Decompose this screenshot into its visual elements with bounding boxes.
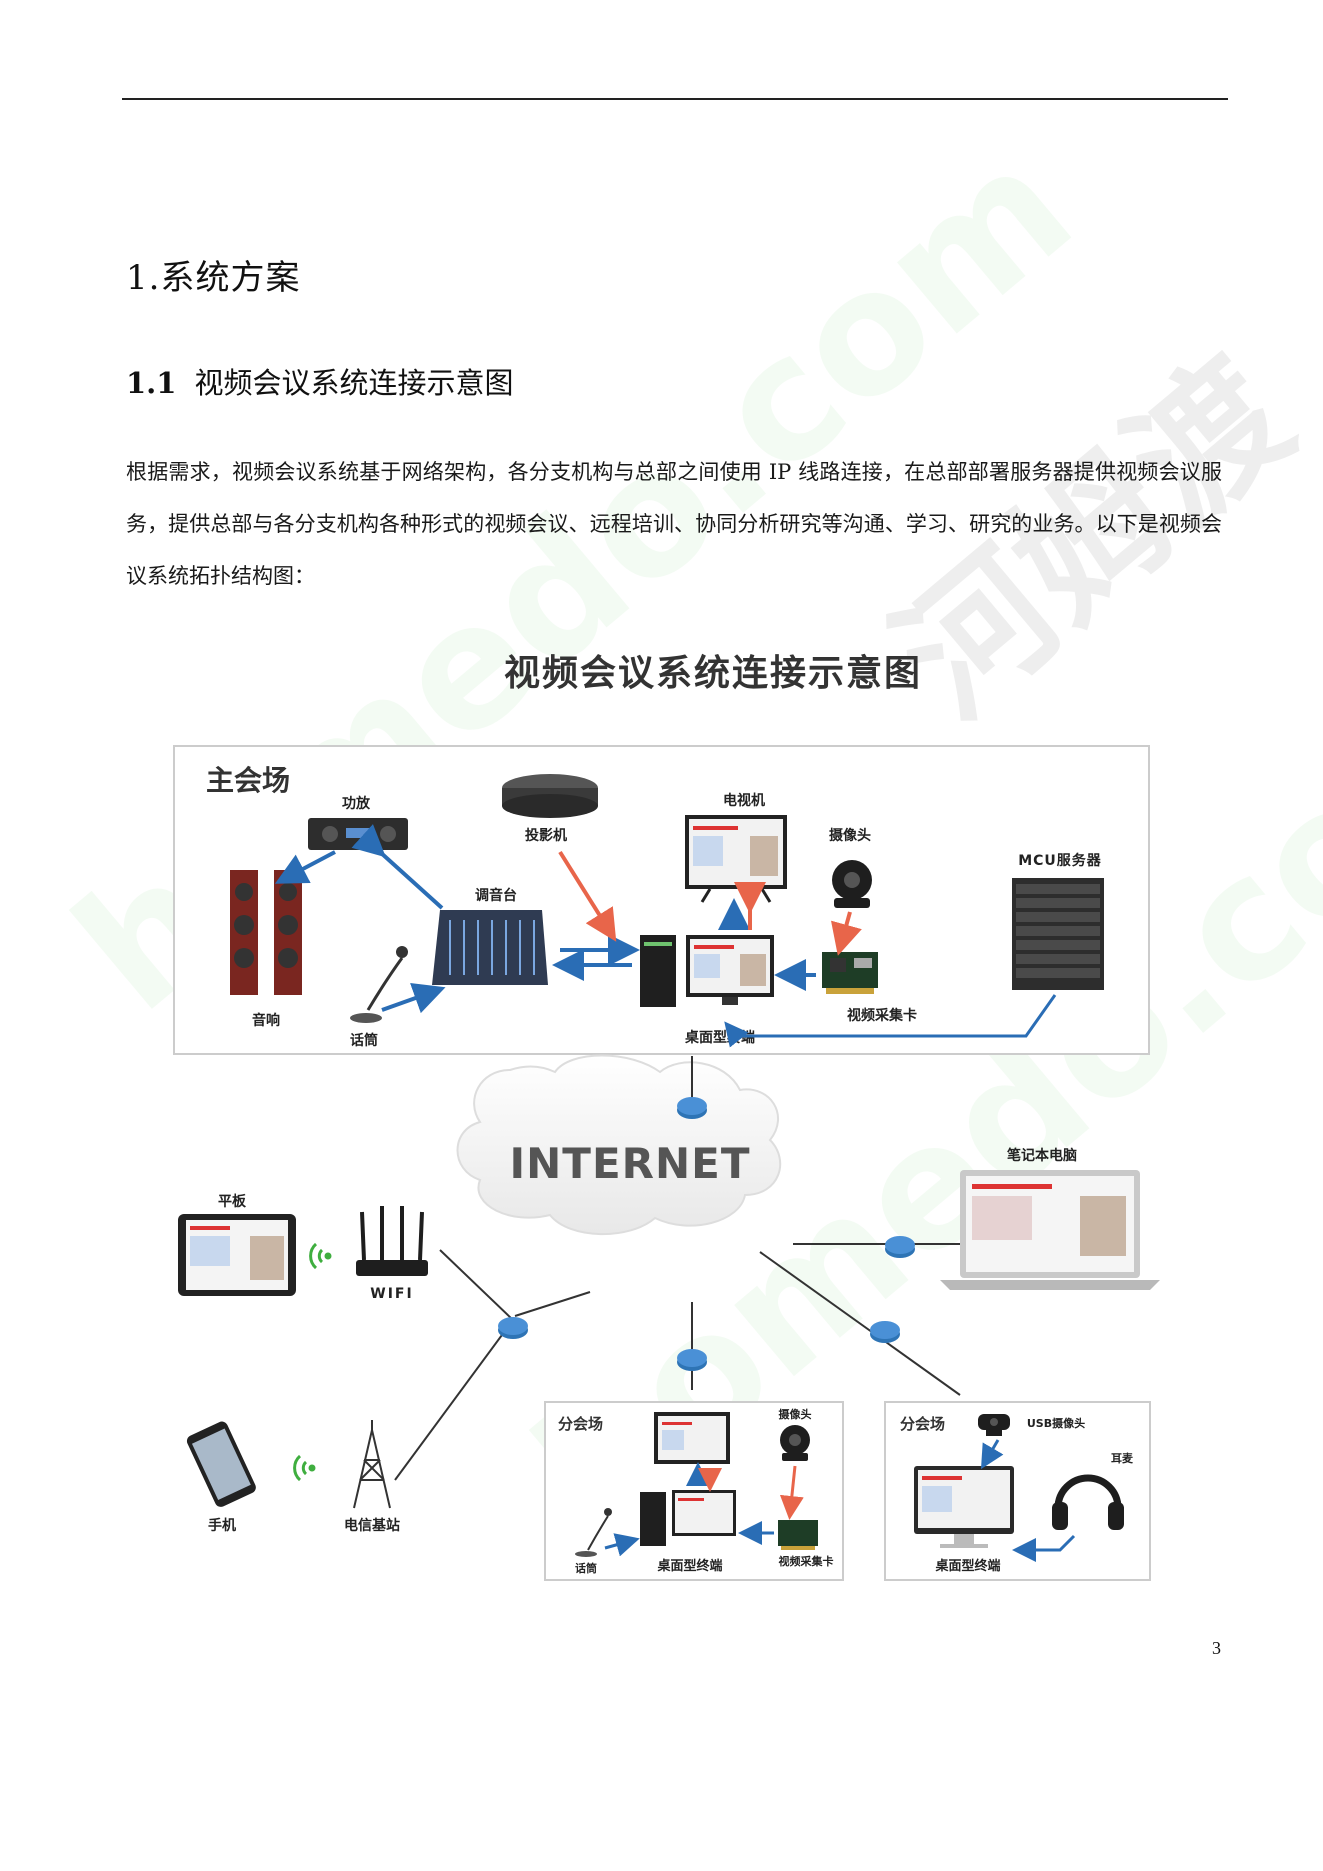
branch-1-camera-icon bbox=[780, 1425, 810, 1461]
tv-icon bbox=[685, 815, 787, 903]
branch-1-desktop-icon bbox=[640, 1490, 736, 1546]
usb-camera-label: USB摄像头 bbox=[1027, 1416, 1085, 1430]
laptop-label: 笔记本电脑 bbox=[1007, 1147, 1077, 1164]
phone-icon bbox=[186, 1421, 256, 1507]
diagram-title: 视频会议系统连接示意图 bbox=[504, 653, 922, 694]
branch-2-connections bbox=[980, 1439, 1076, 1562]
main-venue-panel bbox=[173, 745, 1150, 1055]
branch-2-desktop-icon bbox=[914, 1466, 1014, 1548]
branch-1-capture-card-icon bbox=[778, 1520, 818, 1550]
wifi-router-icon bbox=[356, 1206, 428, 1276]
mcu-server-label: MCU服务器 bbox=[1018, 852, 1102, 869]
base-station-label: 电信基站 bbox=[344, 1517, 400, 1534]
section-heading: 1.系统方案 bbox=[126, 258, 301, 298]
subsection-heading: 1.1 视频会议系统连接示意图 bbox=[126, 360, 513, 402]
tablet-label: 平板 bbox=[218, 1193, 247, 1210]
amplifier-icon bbox=[308, 818, 408, 850]
router-icon-wireless bbox=[498, 1317, 528, 1339]
laptop-icon bbox=[940, 1170, 1160, 1290]
microphone-label: 话筒 bbox=[350, 1032, 378, 1049]
topology-diagram: 视频会议系统连接示意图 主会场 功放 音响 话筒 调音台 bbox=[150, 640, 1180, 1600]
branch-1-connections bbox=[604, 1462, 804, 1557]
wifi-signal-icon-1 bbox=[309, 1242, 332, 1270]
microphone-icon bbox=[350, 946, 408, 1023]
branch-venue-1-label: 分会场 bbox=[558, 1415, 603, 1433]
branch-1-desktop-label: 桌面型终端 bbox=[657, 1558, 722, 1574]
camera-icon bbox=[832, 860, 872, 908]
subsection-title: 视频会议系统连接示意图 bbox=[194, 366, 514, 400]
router-icon-top bbox=[677, 1097, 707, 1119]
branch-1-capture-card-label: 视频采集卡 bbox=[779, 1554, 834, 1568]
tablet-icon bbox=[178, 1214, 296, 1296]
header-rule bbox=[122, 98, 1228, 100]
main-venue-connections bbox=[274, 824, 1057, 1048]
branch-1-microphone-label: 话筒 bbox=[575, 1561, 597, 1575]
wifi-signal-icon-2 bbox=[293, 1454, 316, 1482]
network-lines bbox=[394, 1056, 1030, 1481]
wifi-label: WIFI bbox=[370, 1286, 413, 1302]
projector-icon bbox=[502, 774, 598, 818]
headset-icon bbox=[1052, 1474, 1124, 1530]
amplifier-label: 功放 bbox=[342, 795, 371, 812]
capture-card-icon bbox=[822, 952, 878, 994]
capture-card-label: 视频采集卡 bbox=[847, 1007, 917, 1024]
branch-1-tv-icon bbox=[654, 1412, 730, 1464]
headset-label: 耳麦 bbox=[1111, 1451, 1134, 1465]
branch-2-desktop-label: 桌面型终端 bbox=[935, 1558, 1000, 1574]
projector-label: 投影机 bbox=[525, 827, 567, 844]
main-venue-label: 主会场 bbox=[206, 764, 290, 797]
mixer-icon bbox=[432, 910, 548, 985]
router-icon-laptop bbox=[885, 1236, 915, 1258]
speakers-label: 音响 bbox=[252, 1012, 280, 1029]
tv-label: 电视机 bbox=[723, 792, 765, 809]
branch-venue-2-label: 分会场 bbox=[900, 1415, 945, 1433]
camera-label: 摄像头 bbox=[829, 827, 871, 844]
mcu-server-icon bbox=[1012, 878, 1104, 990]
mixer-label: 调音台 bbox=[475, 887, 517, 904]
router-icon-branch1 bbox=[677, 1349, 707, 1371]
body-paragraph: 根据需求，视频会议系统基于网络架构，各分支机构与总部之间使用 IP 线路连接，在… bbox=[126, 460, 1222, 588]
branch-1-microphone-icon bbox=[575, 1508, 612, 1557]
internet-label: INTERNET bbox=[510, 1139, 751, 1188]
subsection-number: 1.1 bbox=[126, 366, 177, 400]
base-station-icon bbox=[353, 1420, 391, 1509]
page-number: 3 bbox=[1212, 1638, 1221, 1658]
speakers-icon bbox=[230, 870, 302, 995]
branch-1-camera-label: 摄像头 bbox=[779, 1407, 812, 1421]
usb-camera-icon bbox=[978, 1414, 1010, 1436]
desktop-terminal-icon bbox=[640, 935, 774, 1007]
router-icon-branch2 bbox=[870, 1321, 900, 1343]
phone-label: 手机 bbox=[208, 1517, 236, 1534]
